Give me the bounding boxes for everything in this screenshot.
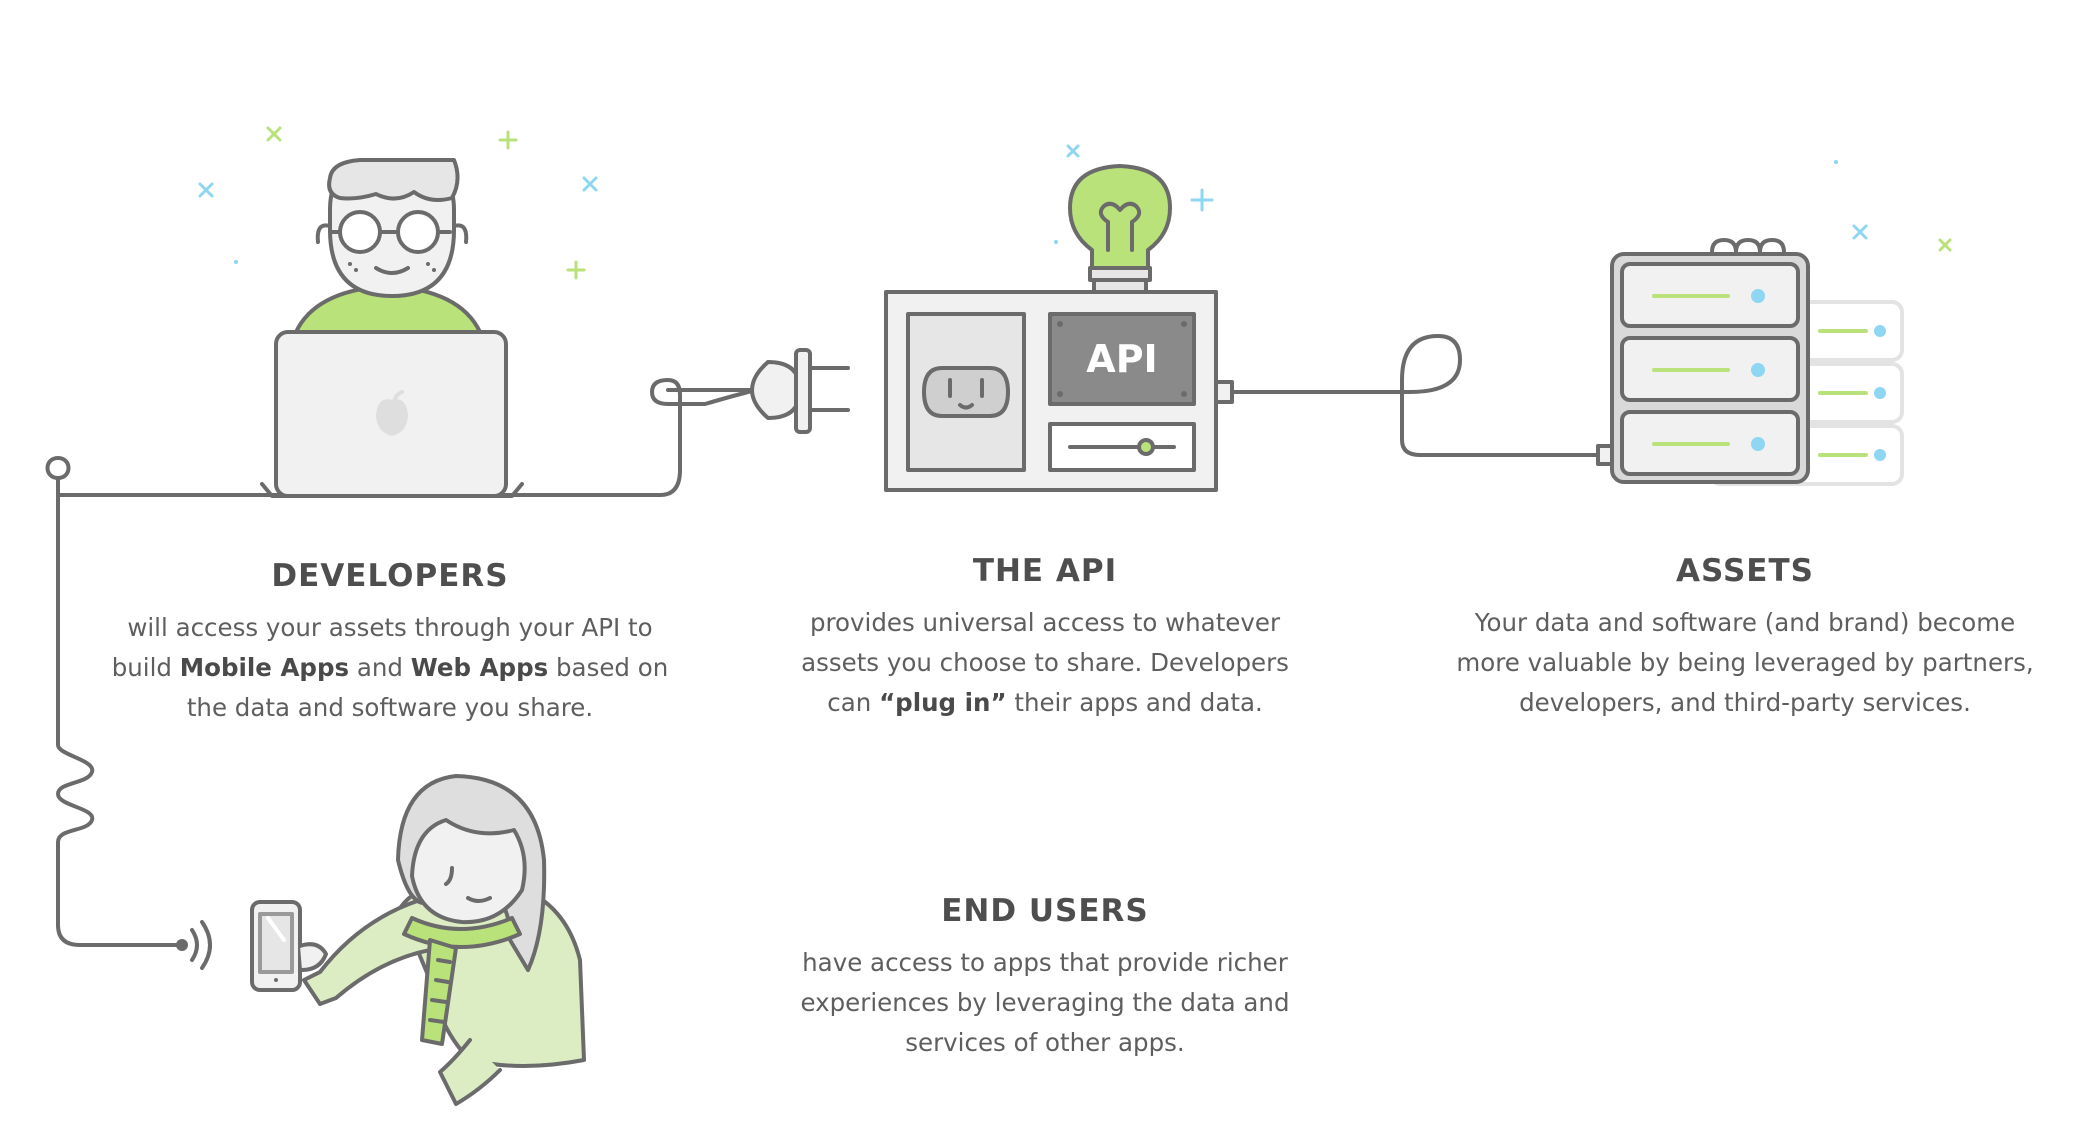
end-user-character [302,774,586,1106]
developer-character [294,158,482,334]
api-title: THE API [972,553,1118,589]
end-users-block: END USERS have access to apps that provi… [730,893,1360,1063]
assets-title: ASSETS [1676,553,1814,589]
api-description: provides universal access to whatever as… [801,608,1289,717]
cable-main [45,378,762,497]
cable-right [1230,334,1602,457]
signal-dot [176,939,188,951]
lightbulb-icon [1068,164,1172,294]
server-connector [1596,444,1614,466]
plug-icon [743,348,850,434]
api-display [1048,312,1196,406]
developers-description: will access your assets through your API… [111,613,669,722]
developers-title: DEVELOPERS [271,558,509,594]
cable-left [56,493,180,947]
api-box [884,290,1234,492]
api-block: THE API provides universal access to wha… [730,553,1360,723]
assets-description: Your data and software (and brand) becom… [1456,608,2034,717]
assets-block: ASSETS Your data and software (and brand… [1410,553,2074,723]
laptop-icon [260,330,524,498]
api-display-label: API [1086,337,1157,381]
end-users-title: END USERS [941,893,1149,929]
sparkles [198,126,1952,280]
developers-block: DEVELOPERS will access your assets throu… [60,558,720,728]
phone-icon [250,900,328,992]
signal-icon [190,928,199,962]
power-outlet-icon [922,366,1010,418]
end-users-description: have access to apps that provide richer … [800,948,1290,1057]
